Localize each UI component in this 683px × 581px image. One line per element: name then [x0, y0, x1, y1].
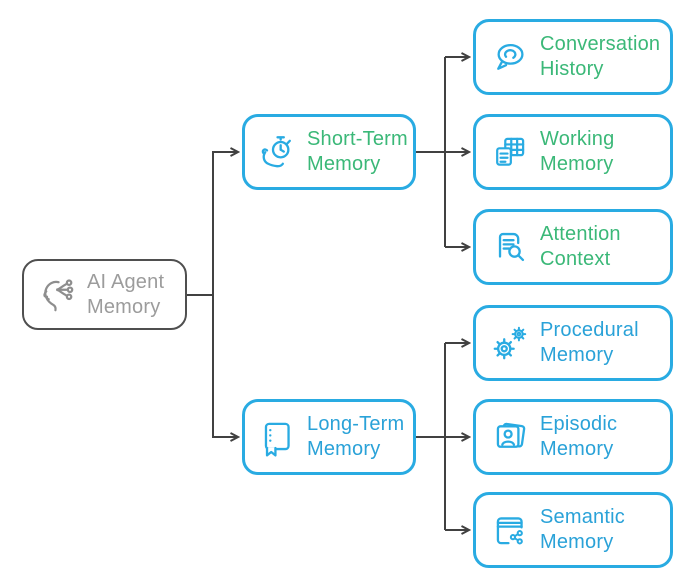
table-note-icon — [496, 137, 525, 166]
node-conversation-history: Conversation History — [473, 19, 673, 95]
document-search-icon — [498, 232, 525, 262]
photo-stack-icon — [496, 422, 526, 448]
node-label: Attention Context — [540, 223, 621, 270]
node-episodic-memory: Episodic Memory — [473, 399, 673, 475]
node-working-memory: Working Memory — [473, 114, 673, 190]
node-label: Procedural Memory — [540, 319, 639, 366]
node-attention-context: Attention Context — [473, 209, 673, 285]
chat-bubble-icon — [497, 43, 524, 70]
connector-root-to-long-term — [212, 295, 238, 437]
node-label: AI Agent Memory — [87, 270, 165, 318]
node-short-term-memory: Short-Term Memory — [242, 114, 416, 190]
node-label: Working Memory — [540, 128, 615, 175]
node-label: Semantic Memory — [540, 506, 625, 553]
hand-stopwatch-icon — [261, 136, 291, 168]
head-circuit-icon — [43, 278, 74, 311]
connector-root-to-short-term — [212, 152, 238, 295]
gears-icon — [493, 326, 527, 360]
node-label: Long-Term Memory — [307, 413, 405, 460]
node-label: Episodic Memory — [540, 413, 618, 460]
node-ai-agent-memory: AI Agent Memory — [22, 259, 187, 330]
node-label: Short-Term Memory — [307, 128, 408, 175]
bookmark-book-icon — [264, 422, 290, 457]
book-network-icon — [496, 517, 523, 545]
node-label: Conversation History — [540, 33, 661, 80]
node-long-term-memory: Long-Term Memory — [242, 399, 416, 475]
node-procedural-memory: Procedural Memory — [473, 305, 673, 381]
node-semantic-memory: Semantic Memory — [473, 492, 673, 568]
